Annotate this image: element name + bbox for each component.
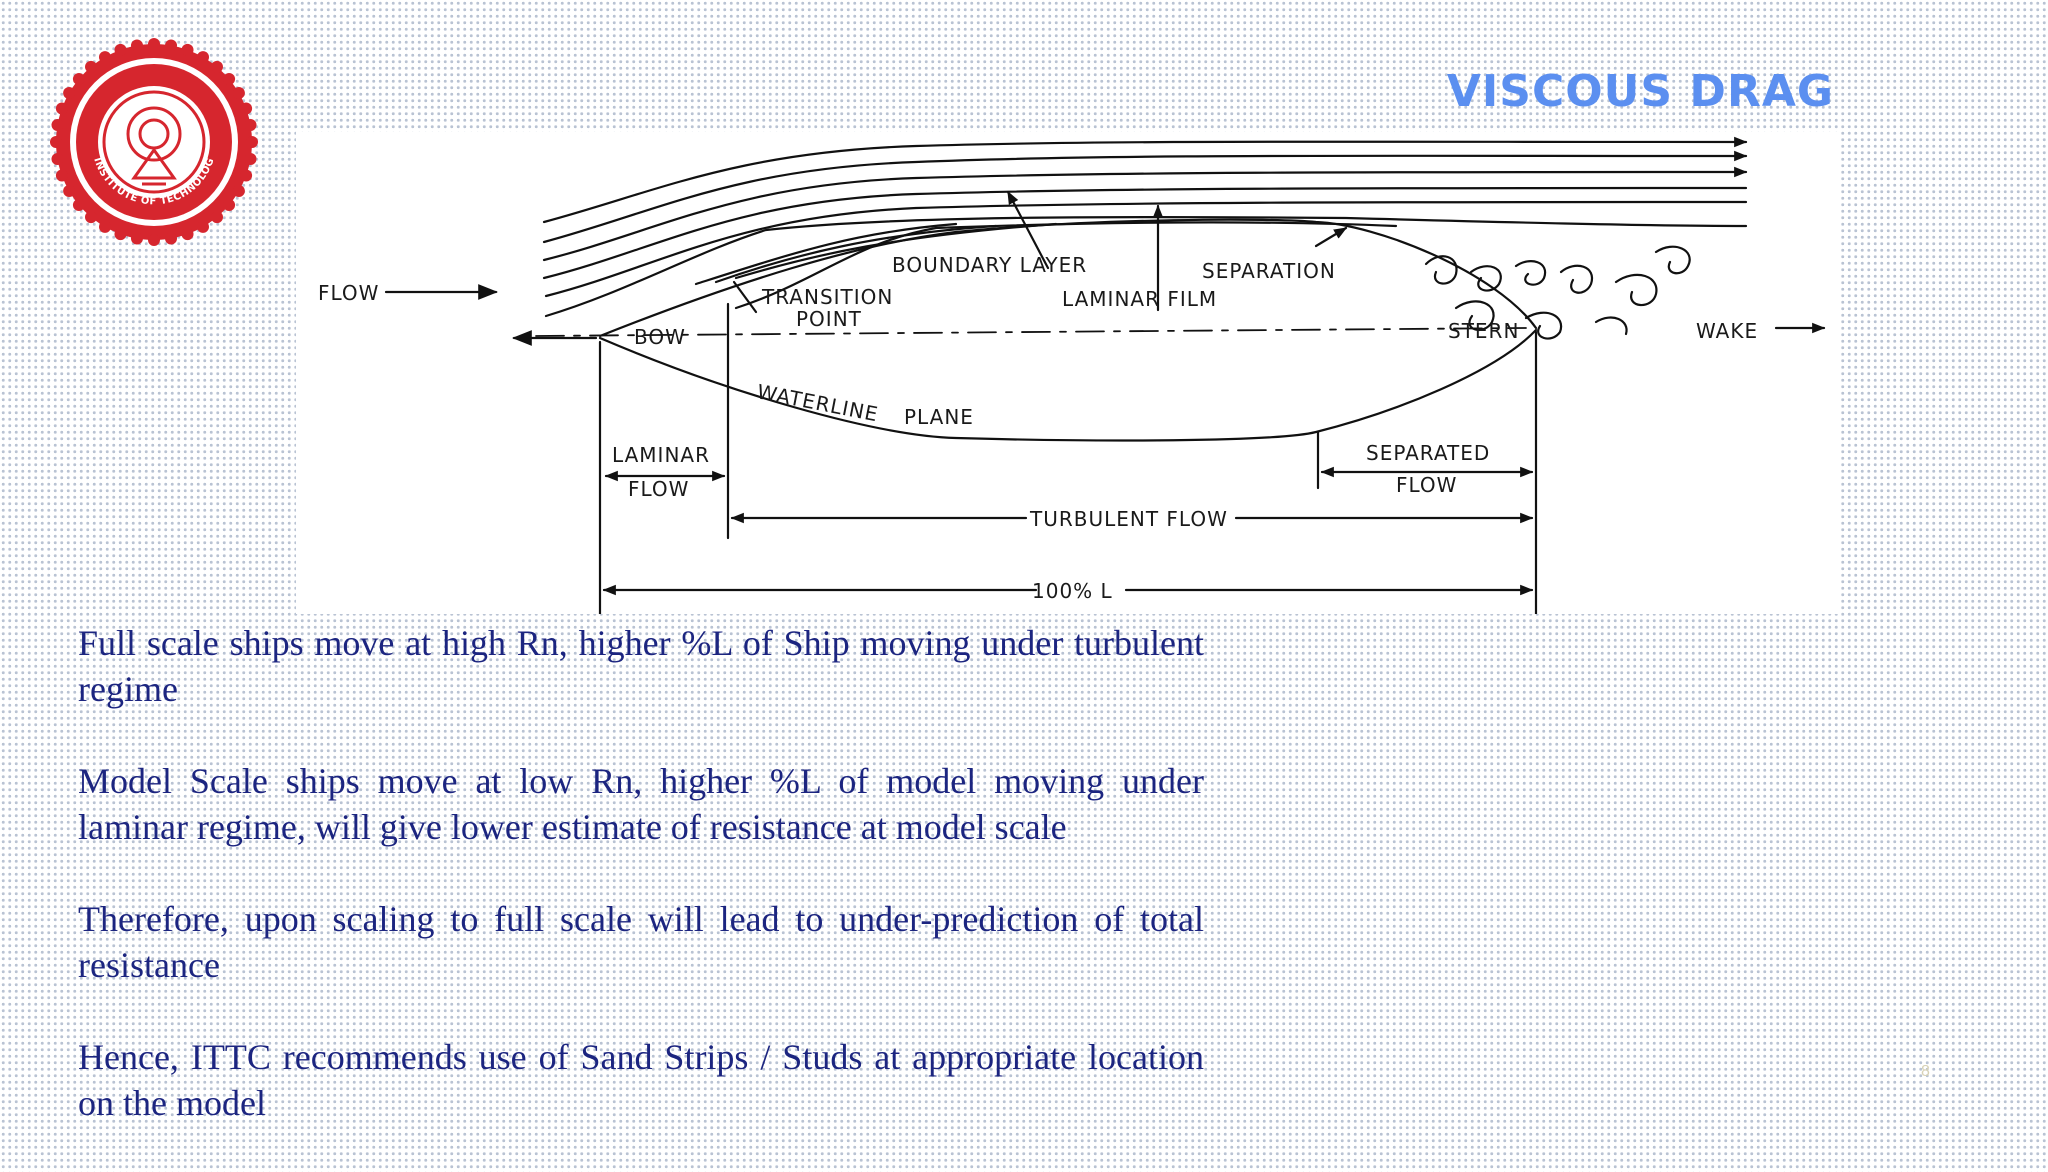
body-paragraph-2: Model Scale ships move at low Rn, higher… [78,761,1204,847]
label-full-length: 100% L [1032,579,1113,603]
iit-delhi-logo: INDIAN INSTITUTE OF TECHNOLOGY DELHI [45,30,258,246]
label-stern: STERN [1448,319,1519,343]
label-separation: SEPARATION [1202,259,1336,283]
label-flow: FLOW [318,281,379,305]
label-waterline-1: WATERLINE [755,379,881,426]
label-separated-flow-2: FLOW [1396,473,1457,497]
slide-title: VISCOUS DRAG [1446,66,1834,117]
body-paragraph-3: Therefore, upon scaling to full scale wi… [78,899,1204,985]
label-boundary-layer: BOUNDARY LAYER [892,253,1087,277]
label-waterline-2: PLANE [904,405,974,429]
label-laminar-film: LAMINAR FILM [1062,287,1217,311]
slide-body: Full scale ships move at high Rn, higher… [78,620,1204,1172]
label-turbulent-flow: TURBULENT FLOW [1029,507,1228,531]
label-separated-flow-1: SEPARATED [1366,441,1490,465]
label-transition-point-1: TRANSITION [761,285,893,309]
body-paragraph-4: Hence, ITTC recommends use of Sand Strip… [78,1037,1204,1123]
label-wake: WAKE [1696,319,1758,343]
label-transition-point-2: POINT [796,307,862,331]
ship-boundary-layer-svg: FLOW BOW STERN WAKE TRANSITION POINT BOU… [318,136,1826,614]
page-number: 8 [1921,1063,1930,1080]
body-paragraph-1: Full scale ships move at high Rn, higher… [78,623,1204,709]
ship-flow-diagram: FLOW BOW STERN WAKE TRANSITION POINT BOU… [296,132,1838,614]
label-laminar-flow-2: FLOW [628,477,689,501]
label-bow: BOW [634,325,686,349]
label-laminar-flow-1: LAMINAR [612,443,710,467]
